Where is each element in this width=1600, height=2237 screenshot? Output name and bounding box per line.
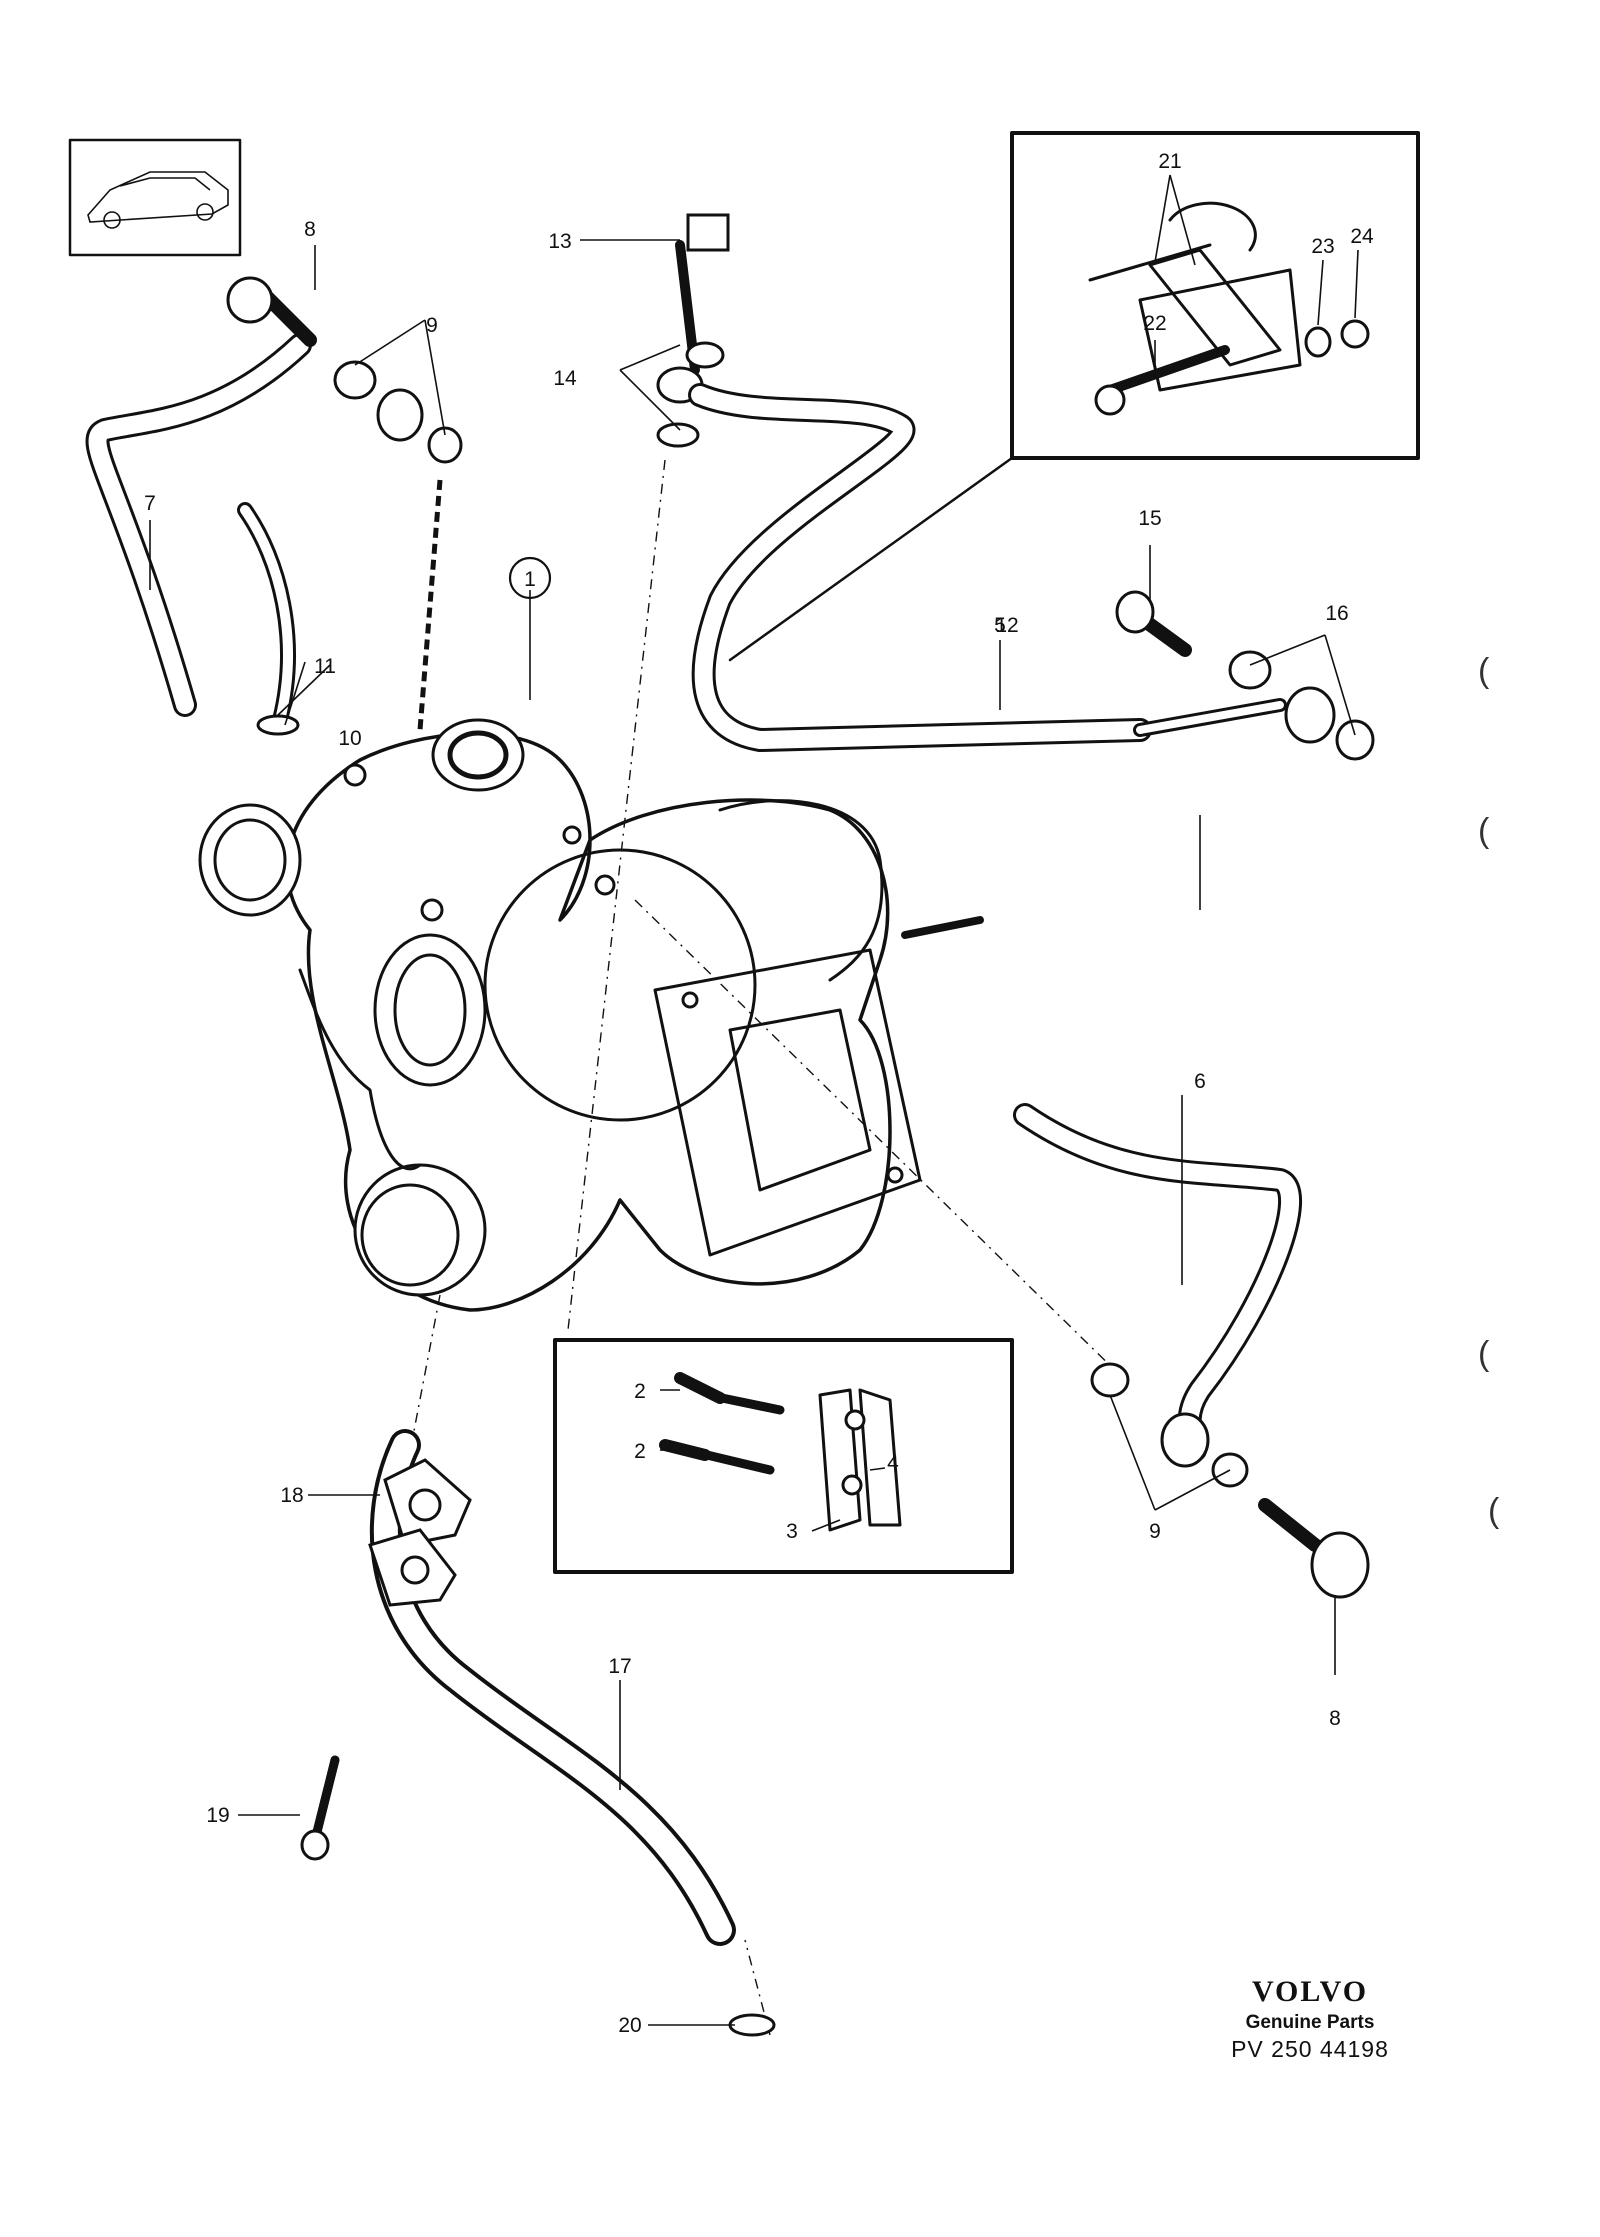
bolt-19: [310, 1755, 340, 1845]
banjo-bolt-13: [656, 213, 730, 448]
callout-2: 2: [634, 1380, 646, 1403]
margin-mark: (: [1478, 812, 1490, 850]
callout-6: 6: [1194, 1070, 1206, 1093]
callout-8: 8: [304, 218, 316, 241]
callout-15: 15: [1138, 507, 1161, 530]
callout-4: 4: [887, 1452, 899, 1475]
callout-9: 9: [426, 314, 438, 337]
callout-2: 2: [634, 1440, 646, 1463]
callout-14: 14: [553, 367, 577, 390]
centerline: [567, 459, 666, 1331]
callout-19: 19: [206, 1804, 229, 1827]
leader-lines: [149, 174, 1359, 2026]
inset-clamp-box: [728, 131, 1420, 662]
callout-22: 22: [1143, 312, 1166, 335]
part-code: PV 250 44198: [1231, 2036, 1389, 2062]
car-thumbnail-icon: [68, 138, 242, 257]
callout-1-circle: [508, 556, 552, 600]
callout-20: 20: [618, 2014, 641, 2037]
banjo-bolt-8-bottom: [1090, 1362, 1370, 1599]
callout-23: 23: [1311, 235, 1334, 258]
callout-10: 10: [338, 727, 361, 750]
margin-mark: (: [1488, 1492, 1500, 1530]
callout-13: 13: [548, 230, 571, 253]
callout-1: 1: [524, 568, 536, 591]
callout-8: 8: [1329, 1707, 1341, 1730]
banjo-bolt-8-top: [226, 276, 463, 464]
clamp-10: [256, 714, 300, 736]
brand-subtitle: Genuine Parts: [1245, 2012, 1375, 2033]
centerline: [634, 899, 1131, 1386]
callout-17: 17: [608, 1655, 631, 1678]
callout-18: 18: [280, 1484, 303, 1507]
callout-5: 5: [994, 614, 1006, 637]
callout-24: 24: [1350, 225, 1374, 248]
turbocharger-assembly: [198, 718, 922, 1312]
oil-pipe-12: [688, 383, 1152, 752]
washer-20: [728, 2013, 776, 2037]
banjo-bolt-15: [1115, 590, 1375, 761]
brand-logo: VOLVO: [1251, 1975, 1369, 2008]
callout-16: 16: [1325, 602, 1348, 625]
inset-bracket-box: [553, 1338, 1014, 1574]
callout-7: 7: [144, 492, 156, 515]
margin-mark: (: [1478, 652, 1490, 690]
callout-3: 3: [786, 1520, 798, 1543]
callout-9: 9: [1149, 1520, 1161, 1543]
centerline: [417, 479, 443, 731]
margin-mark: (: [1478, 1335, 1490, 1373]
callout-21: 21: [1158, 150, 1181, 173]
gasket-18: [368, 1458, 472, 1607]
callout-11: 11: [314, 655, 336, 678]
stud-5: [901, 916, 984, 939]
callout-12: 12: [995, 614, 1018, 637]
